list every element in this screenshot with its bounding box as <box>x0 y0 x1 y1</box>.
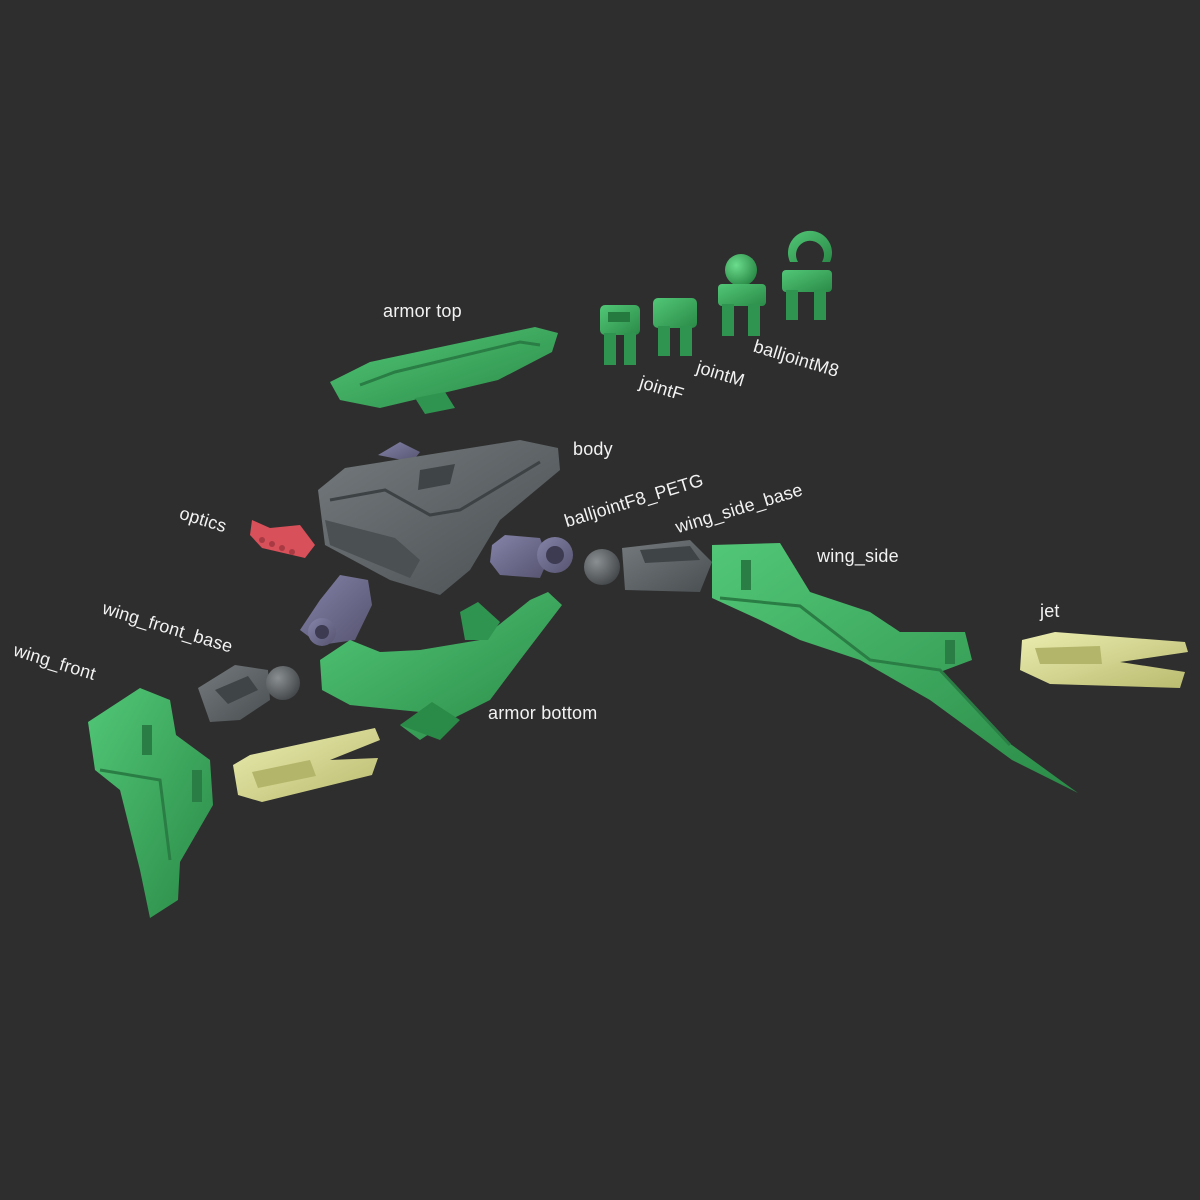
balljointF8-PETG-part <box>490 535 573 578</box>
label-armor-top: armor top <box>383 301 462 321</box>
wing-side-base-part <box>584 540 712 592</box>
balljointF8-PETG-lower-part <box>300 575 372 646</box>
balljointM8-ball-part <box>718 254 766 336</box>
wing-front-base-part <box>198 665 300 722</box>
wing-front-part <box>88 688 213 918</box>
armor-top-part <box>330 327 558 414</box>
label-wing-side: wing_side <box>817 546 899 566</box>
jet-lower-part <box>233 728 380 802</box>
armor-bottom-part <box>320 592 562 740</box>
label-body: body <box>573 439 613 459</box>
optics-part <box>250 520 315 558</box>
label-jet: jet <box>1040 601 1060 621</box>
jet-part <box>1020 632 1188 688</box>
wing-side-part <box>712 543 1078 793</box>
jointF-part <box>600 305 640 365</box>
body-part <box>318 440 560 595</box>
balljointF8-green-socket-part <box>782 230 832 320</box>
label-armor-bottom: armor bottom <box>488 703 598 723</box>
jointM-part <box>653 298 697 356</box>
